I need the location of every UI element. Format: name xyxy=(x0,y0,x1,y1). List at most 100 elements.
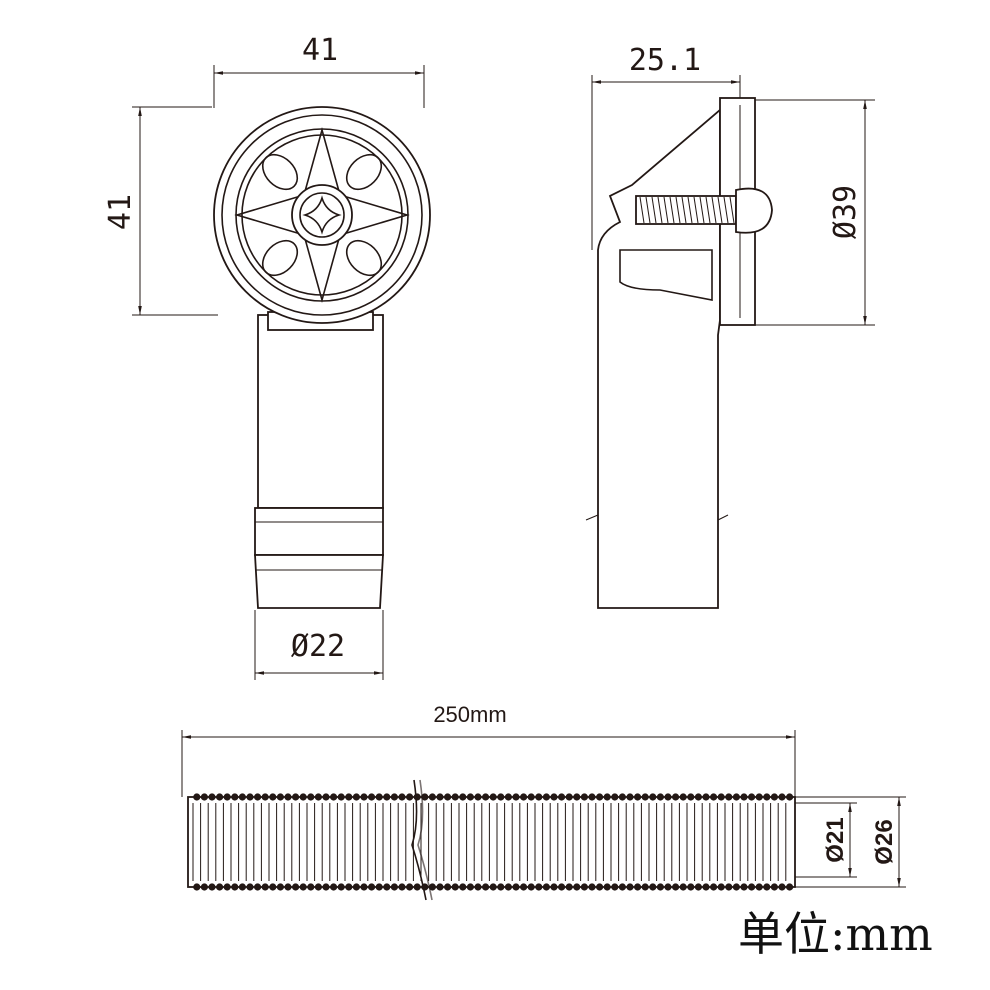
hose-corrugation xyxy=(254,883,262,891)
hose-corrugation xyxy=(687,793,695,801)
hose-corrugation xyxy=(763,883,771,891)
hose-corrugation xyxy=(588,793,596,801)
hose-corrugation xyxy=(345,883,353,891)
hose-corrugation xyxy=(573,883,581,891)
hose-corrugation xyxy=(216,793,224,801)
hose-corrugation xyxy=(565,793,573,801)
hose-corrugation xyxy=(261,883,269,891)
hose-corrugation xyxy=(786,793,794,801)
hose-corrugation xyxy=(740,883,748,891)
hose-corrugation xyxy=(466,793,474,801)
hose-corrugation xyxy=(542,883,551,891)
hose-corrugation xyxy=(489,883,497,891)
outlet-dimension-label: Ø22 xyxy=(291,629,345,664)
hose-corrugation xyxy=(223,883,231,891)
screw-thread-line xyxy=(687,196,693,224)
outlet-tip xyxy=(254,554,384,609)
grille-petals xyxy=(234,127,410,303)
hose-corrugation xyxy=(580,883,589,891)
hose-corrugation xyxy=(542,793,551,801)
hose-corrugation xyxy=(725,883,733,891)
hose-corrugation xyxy=(535,793,543,801)
side-screw-head xyxy=(735,187,773,234)
hose-corrugation xyxy=(732,793,741,801)
hose-corrugation xyxy=(284,883,292,891)
hose-corrugation xyxy=(436,883,444,891)
hose-corrugation xyxy=(368,883,376,891)
hose-corrugation xyxy=(603,883,611,891)
screw-thread-line xyxy=(729,196,735,224)
hose-corrugation xyxy=(710,793,718,801)
hose-corrugation xyxy=(694,883,703,891)
hose-corrugation xyxy=(337,883,345,891)
hose-corrugation xyxy=(459,883,467,891)
hose-corrugation xyxy=(641,883,649,891)
hose-corrugation xyxy=(710,883,718,891)
hose-corrugation xyxy=(520,793,528,801)
hose-corrugation xyxy=(717,883,725,891)
screw-thread-line xyxy=(693,196,699,224)
hose-corrugation xyxy=(664,793,672,801)
hose-corrugation xyxy=(238,793,246,801)
break-line xyxy=(411,779,427,901)
hose-corrugation xyxy=(299,793,307,801)
hose-corrugation xyxy=(611,883,619,891)
screw-thread xyxy=(635,195,737,225)
hose-corrugation xyxy=(466,883,474,891)
screw-thread-line xyxy=(705,196,711,224)
screw-thread-line xyxy=(723,196,729,224)
hose-corrugation xyxy=(307,883,315,891)
hose-corrugation xyxy=(679,883,687,891)
hose-corrugation xyxy=(436,793,444,801)
hose-corrugation xyxy=(231,883,239,891)
depth-dimension-label: 25.1 xyxy=(629,43,701,78)
hose-corrugation xyxy=(588,883,596,891)
hose-corrugation xyxy=(649,793,657,801)
hose-corrugation xyxy=(398,793,406,801)
hose-corrugation xyxy=(345,793,353,801)
hose-corrugation xyxy=(649,883,657,891)
hose-corrugation xyxy=(383,793,391,801)
hose-corrugation xyxy=(672,883,680,891)
hose-corrugation xyxy=(527,793,535,801)
corrugated-hose xyxy=(187,796,796,888)
hose-view: 250mm Ø21 Ø26 xyxy=(181,702,906,901)
hose-corrugation xyxy=(664,883,672,891)
unit-label: 单位:mm xyxy=(738,907,933,961)
hose-corrugation xyxy=(474,883,482,891)
screw-thread-line xyxy=(669,196,675,224)
hose-corrugation xyxy=(368,793,376,801)
hose-corrugation xyxy=(352,793,360,801)
hose-corrugation xyxy=(390,793,398,801)
screw-thread-line xyxy=(663,196,669,224)
hose-corrugation xyxy=(634,793,642,801)
outlet-collar xyxy=(254,507,384,556)
hose-corrugation xyxy=(482,883,490,891)
screw-thread-line xyxy=(699,196,705,224)
hose-corrugation xyxy=(755,793,763,801)
screw-head xyxy=(291,184,353,246)
hose-corrugation xyxy=(352,883,360,891)
hose-corrugation xyxy=(254,793,262,801)
hose-corrugation xyxy=(284,793,292,801)
screw-thread-line xyxy=(639,196,645,224)
hose-corrugation xyxy=(565,883,573,891)
hose-corrugation xyxy=(489,793,497,801)
hose-corrugation xyxy=(200,793,208,801)
hose-corrugation xyxy=(330,883,338,891)
hose-ribs xyxy=(192,793,794,891)
hose-corrugation xyxy=(656,883,665,891)
hose-corrugation xyxy=(596,793,604,801)
screw-thread-line xyxy=(675,196,681,224)
hose-corrugation xyxy=(269,883,277,891)
hose-corrugation xyxy=(634,883,642,891)
screw-thread-line xyxy=(651,196,657,224)
hose-corrugation xyxy=(672,793,680,801)
hose-corrugation xyxy=(732,883,741,891)
hose-corrugation xyxy=(322,793,330,801)
hose-corrugation xyxy=(786,883,794,891)
hose-corrugation xyxy=(322,883,330,891)
hose-corrugation xyxy=(383,883,391,891)
